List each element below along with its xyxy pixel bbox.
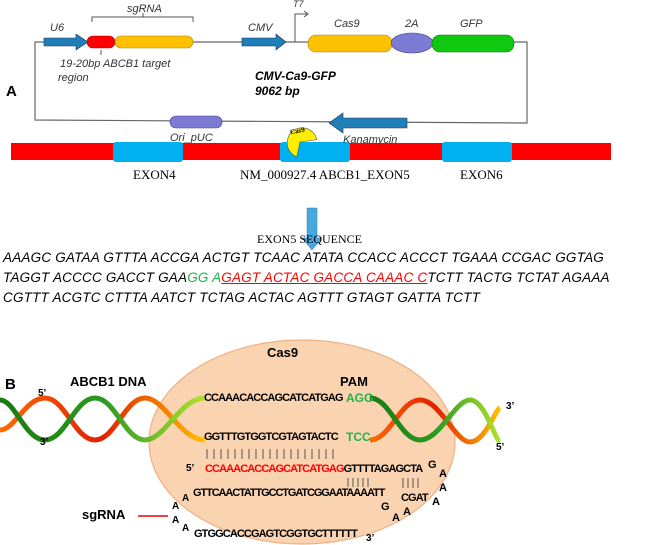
guide-sequence: CCAAACACCAGCATCATGAG [205, 463, 345, 475]
target-sequence: GAGT ACTAC GACCA CAAAC C [221, 270, 428, 285]
sequence-line-2: TAGGT ACCCC GACCT GAAGG AGAGT ACTAC GACC… [3, 270, 610, 286]
top-strand: CCAAACACCAGCATCATGAG [204, 392, 344, 404]
dna-label: ABCB1 DNA [70, 374, 147, 389]
loop-base: A [172, 501, 180, 512]
gfp-label: GFP [460, 18, 483, 30]
t7-label: T7 [293, 0, 304, 9]
stem-sequence: GTTCAACTATTGCCTGATCGGAATAAAATT [193, 487, 385, 499]
down-arrow-icon [301, 207, 323, 251]
sequence-line-1: AAAGC GATAA GTTTA ACCGA ACTGT TCAAC ATAT… [3, 250, 604, 265]
sgrna-bracket [91, 13, 194, 22]
target-label-2: region [58, 72, 89, 84]
plasmid-backbone [34, 41, 528, 124]
left-5-prime: 5’ [38, 388, 47, 399]
panel-a-label: A [6, 83, 17, 100]
kanamycin-label: Kanamycin [343, 134, 398, 146]
cas9-label: Cas9 [267, 345, 299, 360]
scaffold-2: CGAT [401, 492, 429, 504]
loop-base: A [392, 512, 400, 524]
seq-part: TAGGT ACCCC GACCT GAA [3, 270, 188, 285]
2a-label: 2A [405, 18, 419, 30]
exon6-label: EXON6 [460, 167, 503, 182]
sequence-line-3: CGTTT ACGTC CTTTA AATCT TCTAG ACTAC AGTT… [3, 290, 481, 305]
exon6-block [442, 142, 512, 162]
cas9-pacman-icon [286, 127, 318, 158]
ori-label: Ori_pUC [170, 132, 213, 144]
top-pam: AGG [346, 391, 374, 405]
loop-base: A [432, 496, 440, 508]
cmv-label: CMV [248, 22, 273, 34]
target-region [86, 35, 116, 49]
exon4-block [113, 142, 183, 162]
u6-arrow [43, 33, 89, 51]
dna-helix-left-green [0, 395, 206, 443]
loop-base: A [182, 523, 190, 534]
panel-b-label: B [5, 376, 16, 393]
kanamycin-arrow [328, 112, 408, 134]
sgrna-line-1: CCAAACACCAGCATCATGAGGTTTTAGAGCTA [205, 463, 424, 475]
loop-base: A [439, 482, 447, 494]
loop-base: A [403, 506, 411, 518]
ori-puc [169, 115, 223, 129]
exon5-label: NM_000927.4 ABCB1_EXON5 [240, 167, 410, 182]
t7-promoter-arrow [294, 10, 309, 42]
cmv-arrow [241, 33, 287, 51]
base-pair-ticks [206, 449, 419, 488]
tail-sequence: GTGGCACCGAGTCGGTGCTTTTTT [194, 528, 358, 540]
pam-label: PAM [340, 374, 368, 389]
dna-helix-right-green [369, 395, 502, 445]
cas9-gene-label: Cas9 [334, 18, 360, 30]
scaffold-1: GTTTTAGAGCTA [343, 463, 424, 475]
plasmid-size: 9062 bp [255, 84, 300, 98]
cas9-gene [307, 34, 393, 53]
left-3-prime: 3’ [40, 437, 49, 448]
pam-sequence: GG A [187, 270, 222, 285]
loop-base: A [172, 515, 180, 526]
exon4-label: EXON4 [133, 167, 176, 182]
bottom-pam: TCC [346, 430, 371, 444]
right-3-prime: 3’ [506, 401, 515, 412]
u6-label: U6 [50, 22, 65, 34]
sequence-title: EXON5 SEQUENCE [257, 232, 362, 246]
seq-part: TCTT TACTG TCTAT AGAAA [427, 270, 610, 285]
loop-base: A [439, 468, 447, 480]
tail-3-prime: 3’ [366, 533, 375, 544]
2a-element [390, 32, 434, 54]
dna-helix-left-red [0, 395, 206, 443]
loop-base: G [428, 459, 437, 471]
dna-helix-right-red [369, 397, 502, 445]
target-label: 19-20bp ABCB1 target [60, 58, 171, 70]
guide-5-prime: 5’ [186, 463, 195, 474]
right-5-prime: 5’ [496, 442, 505, 453]
sgrna-pointer-label: sgRNA [82, 507, 126, 522]
loop-base: G [381, 501, 390, 513]
bottom-strand: GGTTTGTGGTCGTAGTACTC [204, 431, 339, 443]
sgrna-scaffold [114, 35, 194, 49]
gfp-gene [431, 34, 515, 53]
sgrna-label: sgRNA [127, 3, 162, 15]
loop-base: A [182, 493, 190, 504]
plasmid-name: CMV-Ca9-GFP [255, 69, 336, 83]
